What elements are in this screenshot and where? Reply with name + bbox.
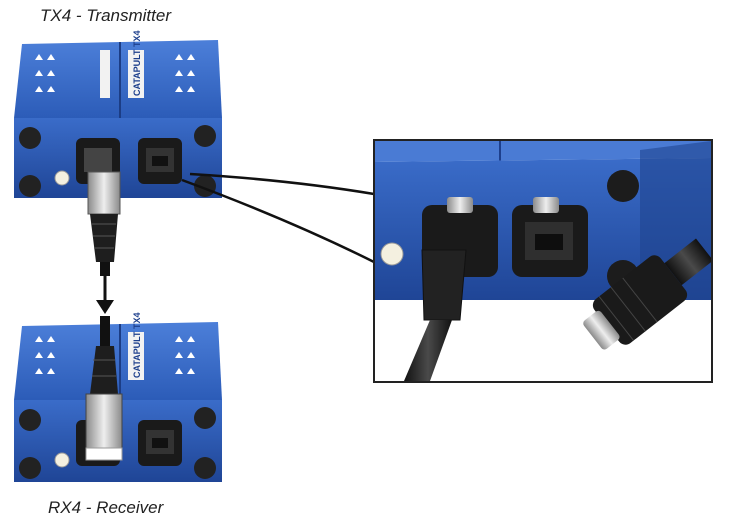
rubber-foot-icon <box>19 409 41 431</box>
xlr-cable-icon <box>85 316 123 461</box>
xlr-cable-icon <box>87 171 121 276</box>
brand-vertical-text: CATAPULT TX4 <box>132 31 142 97</box>
zoom-leader-lines <box>181 172 375 264</box>
button-icon <box>54 452 70 468</box>
rubber-foot-icon <box>19 175 41 197</box>
device-top-panel <box>14 40 222 118</box>
led-indicator-icons <box>35 54 195 92</box>
zoom-inset-photo <box>373 139 713 383</box>
ethercon-plug-icon <box>583 238 711 350</box>
receiver-label: RX4 - Receiver <box>48 498 164 517</box>
arrow-down-icon <box>96 276 114 314</box>
button-icon <box>380 242 404 266</box>
rubber-foot-icon <box>194 457 216 479</box>
rubber-foot-icon <box>194 125 216 147</box>
led-indicator-icons <box>35 336 195 374</box>
rubber-foot-icon <box>194 407 216 429</box>
button-icon <box>54 170 70 186</box>
transmitter-device: CATAPULT TX4 <box>14 31 222 198</box>
device-top-panel <box>14 322 222 400</box>
rubber-foot-icon <box>19 127 41 149</box>
model-vertical-text: CATAPULT TX4 <box>132 313 142 379</box>
rubber-foot-icon <box>19 457 41 479</box>
rubber-foot-icon <box>607 170 639 202</box>
transmitter-label: TX4 - Transmitter <box>40 6 171 25</box>
